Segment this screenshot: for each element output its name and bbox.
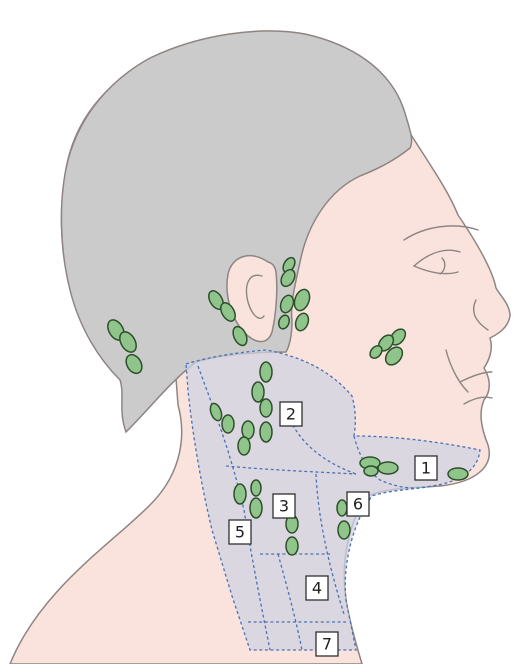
level-1-label-text: 1 <box>421 459 431 478</box>
level-2-label-text: 2 <box>286 405 296 424</box>
level-5-label: 5 <box>229 520 251 544</box>
lymph-node <box>338 521 350 539</box>
level-6-label: 6 <box>347 492 369 516</box>
level-3-label-text: 3 <box>279 497 289 516</box>
lymph-node <box>364 466 378 476</box>
level-4-label: 4 <box>306 576 328 600</box>
lymph-node <box>238 437 250 455</box>
lymph-node <box>448 468 468 480</box>
level-6-label-text: 6 <box>353 495 363 514</box>
lymph-node <box>260 362 272 382</box>
level-2-label: 2 <box>280 402 302 426</box>
lymph-node <box>286 537 298 555</box>
level-4-label-text: 4 <box>312 579 322 598</box>
level-7-label: 7 <box>316 632 338 656</box>
lymph-node <box>337 500 347 516</box>
level-3-label: 3 <box>273 494 295 518</box>
lymph-node <box>378 462 398 474</box>
lymph-node <box>260 399 272 417</box>
level-5-label-text: 5 <box>235 523 245 542</box>
lymph-node <box>251 480 261 496</box>
lymph-node <box>234 484 246 504</box>
lymph-node <box>252 382 264 402</box>
level-7-label-text: 7 <box>322 635 332 654</box>
lymph-node <box>222 415 234 433</box>
lymph-node <box>250 498 262 518</box>
lymph-node <box>260 422 272 442</box>
level-1-label: 1 <box>415 456 437 480</box>
